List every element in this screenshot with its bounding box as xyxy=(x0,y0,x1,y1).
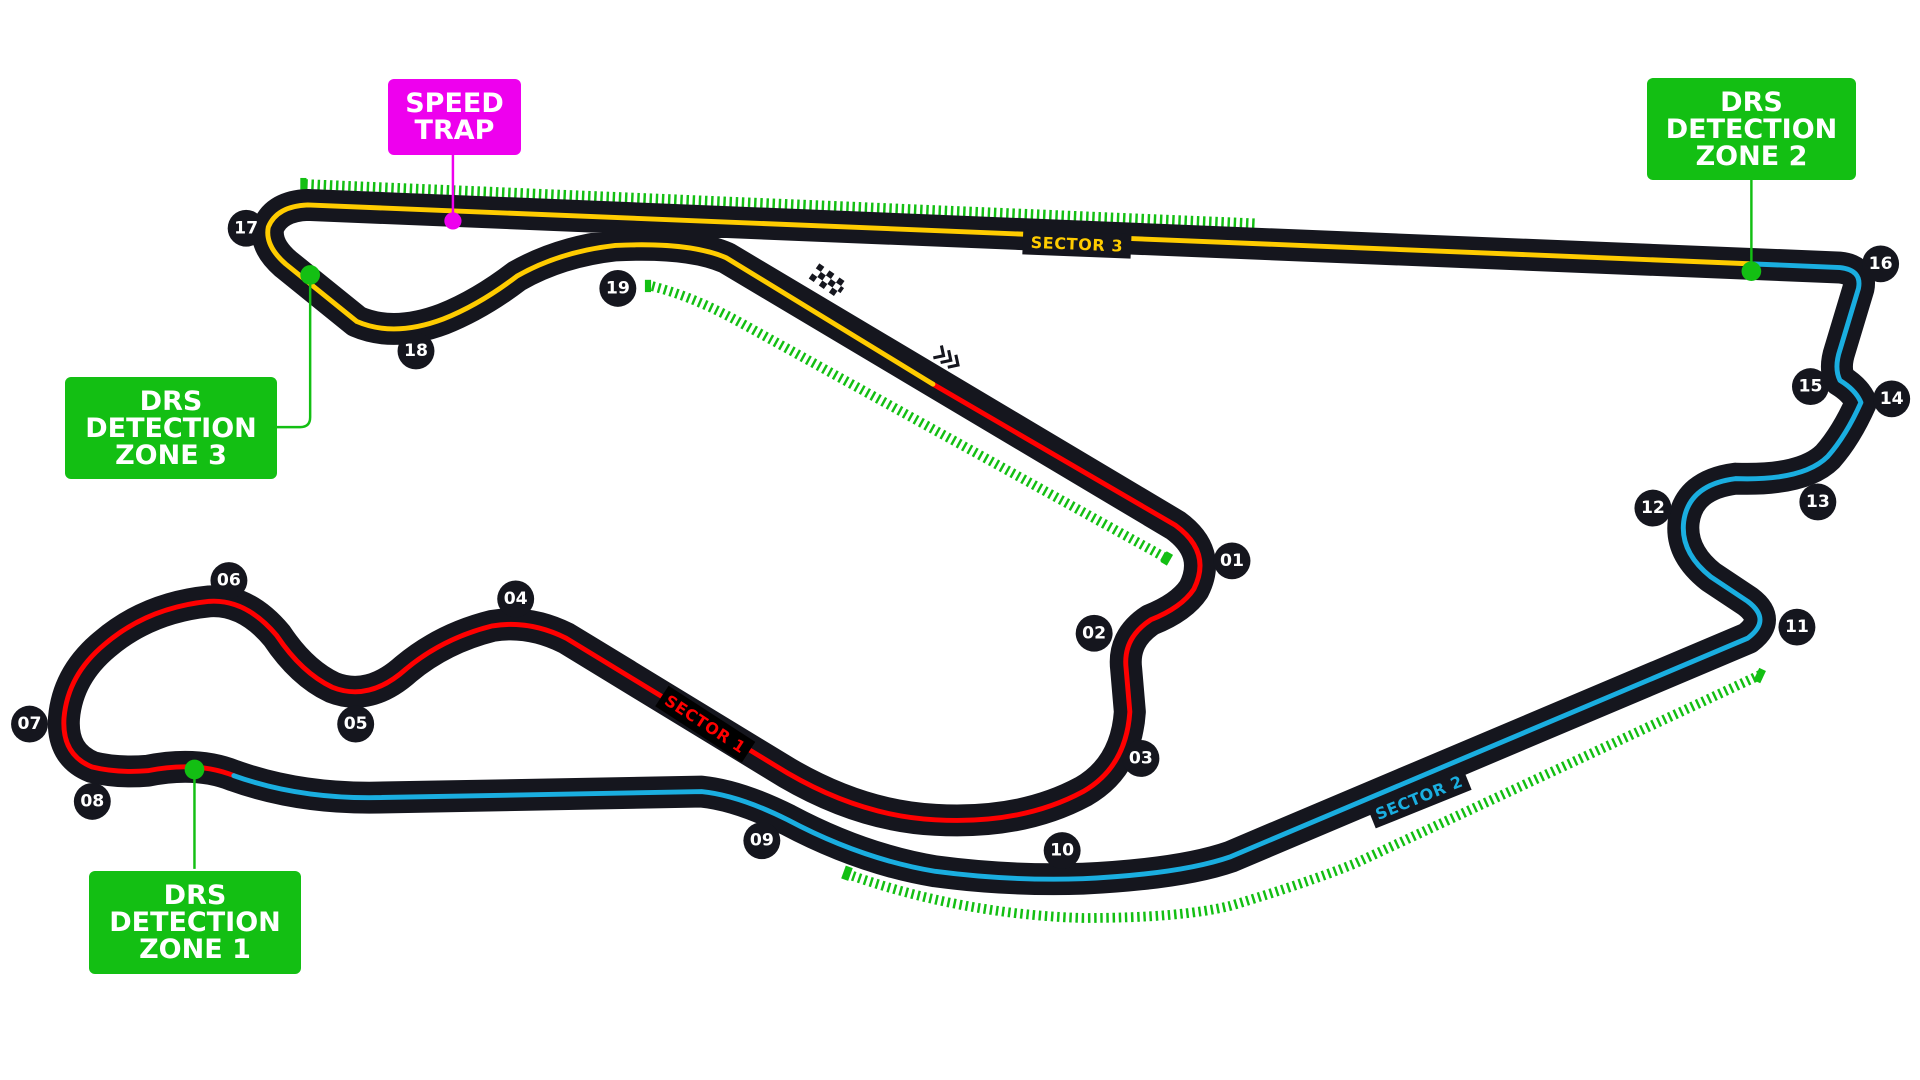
drs3-line1: DRS xyxy=(139,385,203,417)
corner-badge-10: 10 xyxy=(1043,832,1081,869)
corner-badge-12: 12 xyxy=(1634,489,1672,527)
drs1-line1: DRS xyxy=(163,880,227,911)
corner-badge-07: 07 xyxy=(11,705,48,743)
sector3-label: SECTOR 3 xyxy=(1022,229,1132,259)
drs2-marker xyxy=(1741,261,1762,282)
speed-trap-line2: TRAP xyxy=(414,115,495,146)
checkered-flag-icon xyxy=(806,263,848,302)
drs3-marker xyxy=(300,265,320,285)
drs3-connector xyxy=(275,274,312,429)
sector3-line xyxy=(265,202,1754,387)
svg-text:08: 08 xyxy=(80,791,104,811)
svg-text:15: 15 xyxy=(1798,377,1822,397)
drs2-line2: DETECTION xyxy=(1665,113,1838,145)
drs3-line2: DETECTION xyxy=(85,412,257,444)
drs-zone-back-straight xyxy=(645,279,1170,563)
svg-text:13: 13 xyxy=(1806,492,1830,512)
corner-badge-04: 04 xyxy=(497,580,535,618)
speed-trap-marker xyxy=(444,212,462,230)
corner-badge-09: 09 xyxy=(743,822,781,860)
sector1-label: SECTOR 1 xyxy=(655,685,756,763)
svg-text:14: 14 xyxy=(1880,389,1904,409)
corner-badge-08: 08 xyxy=(73,783,111,820)
drs3-line3: ZONE 3 xyxy=(115,439,227,471)
svg-text:19: 19 xyxy=(606,278,630,298)
corner-badge-02: 02 xyxy=(1075,614,1113,652)
corner-badge-01: 01 xyxy=(1213,542,1251,580)
svg-text:SECTOR 3: SECTOR 3 xyxy=(1030,233,1123,256)
drs-detection-zone-2-callout: DRS DETECTION ZONE 2 xyxy=(1647,78,1856,180)
drs-zone-ends xyxy=(300,177,1766,881)
corner-badge-14: 14 xyxy=(1873,380,1911,418)
svg-text:05: 05 xyxy=(344,714,368,734)
drs1-line2: DETECTION xyxy=(109,907,281,938)
svg-text:17: 17 xyxy=(234,218,258,238)
svg-text:16: 16 xyxy=(1869,254,1893,274)
corner-badge-11: 11 xyxy=(1778,608,1816,646)
drs-zone-main-straight xyxy=(305,179,1256,229)
svg-text:04: 04 xyxy=(504,589,528,609)
corner-badge-15: 15 xyxy=(1792,368,1829,405)
svg-text:09: 09 xyxy=(750,831,774,851)
sector2-line xyxy=(231,261,1864,882)
corner-badge-05: 05 xyxy=(337,705,375,743)
corner-badges: 01 02 03 04 05 06 07 08 09 10 11 12 13 1… xyxy=(11,209,1911,869)
speed-trap-callout: SPEED TRAP xyxy=(388,79,521,155)
drs-zone-sector2 xyxy=(845,670,1763,923)
corner-badge-03: 03 xyxy=(1122,740,1160,777)
svg-text:02: 02 xyxy=(1082,623,1106,643)
drs1-marker xyxy=(184,759,205,780)
svg-text:03: 03 xyxy=(1129,748,1153,768)
direction-chevrons-icon xyxy=(933,345,960,369)
corner-badge-19: 19 xyxy=(599,270,637,307)
corner-badge-16: 16 xyxy=(1862,245,1900,283)
svg-text:12: 12 xyxy=(1641,498,1665,518)
drs-detection-zone-3-callout: DRS DETECTION ZONE 3 xyxy=(65,377,277,479)
svg-text:07: 07 xyxy=(18,714,42,734)
drs-detection-zone-1-callout: DRS DETECTION ZONE 1 xyxy=(89,871,301,974)
corner-badge-17: 17 xyxy=(227,209,265,247)
corner-badge-13: 13 xyxy=(1799,483,1837,521)
svg-text:06: 06 xyxy=(217,571,241,591)
corner-badge-18: 18 xyxy=(397,332,435,370)
drs2-line3: ZONE 2 xyxy=(1695,140,1808,172)
track-body xyxy=(47,189,1877,896)
speed-trap-line1: SPEED xyxy=(405,88,504,119)
drs-zone-markers xyxy=(305,179,1763,923)
drs1-line3: ZONE 1 xyxy=(139,934,251,965)
svg-text:10: 10 xyxy=(1050,841,1074,861)
drs2-line1: DRS xyxy=(1720,86,1783,118)
sector1-line xyxy=(61,381,1203,823)
svg-text:11: 11 xyxy=(1785,617,1809,637)
svg-text:01: 01 xyxy=(1220,551,1244,571)
corner-badge-06: 06 xyxy=(210,562,248,599)
svg-text:18: 18 xyxy=(404,341,428,361)
